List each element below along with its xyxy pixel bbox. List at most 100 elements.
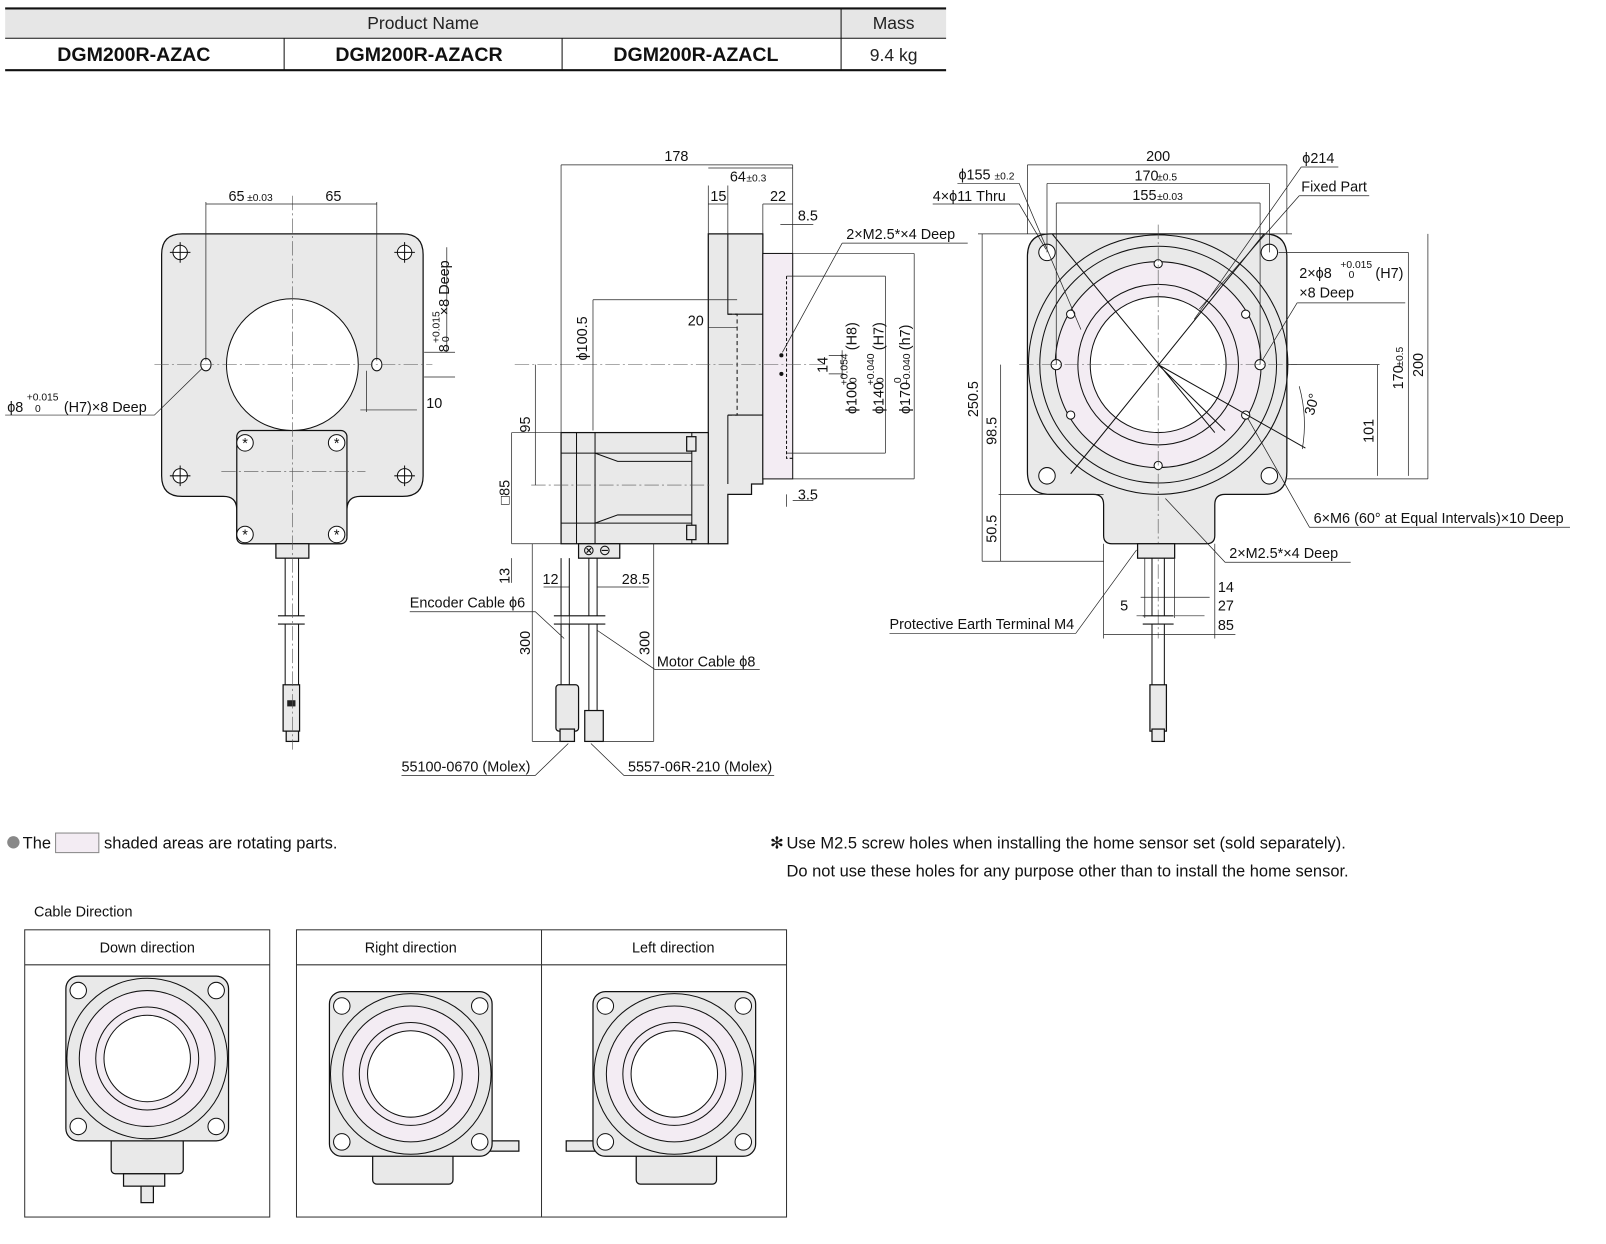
dim-label: 12 (543, 572, 559, 588)
dim-label: 250.5 (966, 381, 982, 417)
dim-label: 65 (325, 189, 341, 205)
svg-text:*: * (334, 436, 340, 452)
cable-option-label: Right direction (365, 940, 457, 956)
product-name-cell: DGM200R-AZACL (613, 44, 778, 66)
mounting-hole-icon (169, 242, 415, 487)
screw-icon: * * * * (236, 434, 346, 544)
dim-label: ϕ100.5 (575, 316, 591, 360)
callout-label: 2×M2.5*×4 Deep (1229, 546, 1338, 562)
callout-label: 2×ϕ8 (1299, 266, 1332, 282)
dim-label: 13 (498, 568, 514, 584)
callout-label: Protective Earth Terminal M4 (889, 617, 1074, 633)
callout-label: (H7)×8 Deep (64, 400, 147, 416)
dim-label: 95 (518, 417, 534, 433)
cable-down-icon[interactable] (65, 975, 230, 1204)
dim-tolerance: ±0.2 (994, 171, 1014, 182)
callout-label: 4×ϕ11 Thru (933, 189, 1006, 205)
cable-left-icon[interactable] (565, 990, 757, 1185)
dim-label: 14 (816, 357, 832, 373)
dim-label: (H7) (871, 322, 887, 350)
dim-label: 178 (664, 149, 688, 165)
callout-label: ×8 Deep (1299, 286, 1354, 302)
dim-label: 50.5 (985, 515, 1001, 543)
rear-view: 200 170 ±0.5 155 ±0.03 ϕ155 ±0.2 4×ϕ11 T… (889, 149, 1570, 743)
callout-label: Motor Cable ϕ8 (657, 654, 756, 670)
callout-label: ϕ214 (1302, 151, 1334, 167)
product-name-cell: DGM200R-AZACR (335, 44, 502, 66)
callout-label: ϕ155 (958, 167, 990, 183)
dim-label: 8.5 (798, 209, 818, 225)
dim-tolerance: +0.054 (839, 353, 850, 385)
svg-text:*: * (242, 436, 248, 452)
angle-label: 30° (1302, 392, 1323, 417)
svg-text:*: * (334, 528, 340, 544)
dim-tolerance: ±0.03 (1157, 192, 1183, 203)
dim-label: 65 (229, 189, 245, 205)
front-view: ** ** 65 ±0.03 65 8 +0.015 0 ×8 Deep 10 … (5, 189, 456, 750)
cable-direction: Cable Direction Down direction Right dir… (24, 904, 788, 1218)
dim-label: 85 (1218, 618, 1234, 634)
note-text: shaded areas are rotating parts. (104, 834, 337, 852)
dim-label: 27 (1218, 599, 1234, 615)
dim-label: ϕ170 (898, 382, 914, 414)
svg-text:⊗ ⊖: ⊗ ⊖ (583, 543, 611, 559)
dim-label: 300 (638, 631, 654, 655)
dim-label: 155 (1132, 188, 1156, 204)
dim-label: 15 (710, 189, 726, 205)
dim-tolerance: 0 (893, 377, 904, 383)
dim-label: (h7) (898, 325, 914, 351)
dim-label: 64 (730, 169, 746, 185)
dim-label: 101 (1361, 419, 1377, 443)
callout-label: 2×M2.5*×4 Deep (846, 227, 955, 243)
product-name-cell: DGM200R-AZAC (57, 44, 210, 66)
dim-label: 20 (688, 314, 704, 330)
cable-option-label: Left direction (632, 940, 714, 956)
dim-tolerance: ±0.3 (746, 173, 766, 184)
dim-tolerance: ±0.03 (247, 193, 273, 204)
svg-text:*: * (242, 528, 248, 544)
dim-label: ϕ100 (845, 382, 861, 414)
dim-tolerance: ±0.5 (1157, 172, 1177, 183)
mass-value: 9.4 kg (870, 45, 918, 65)
dim-label: 28.5 (622, 572, 650, 588)
rotating-part-swatch (55, 832, 100, 854)
dim-tolerance: +0.040 (866, 353, 877, 385)
dim-label: 300 (518, 631, 534, 655)
side-view: ⊗ ⊖ 178 64 ±0.3 15 22 8.5 2×M2.5*×4 Deep… (401, 149, 968, 776)
dim-label: 200 (1411, 353, 1427, 377)
cable-right-icon[interactable] (328, 990, 520, 1185)
dim-tolerance: 0 (1349, 270, 1355, 281)
callout-label: Fixed Part (1301, 180, 1367, 196)
note-text: The (23, 834, 51, 852)
section-title: Cable Direction (34, 904, 133, 920)
note-text: Use M2.5 screw holes when installing the… (787, 834, 1346, 852)
bullet-icon (7, 836, 20, 849)
dim-label: 170 (1134, 168, 1158, 184)
product-table: Product Name Mass DGM200R-AZAC DGM200R-A… (5, 7, 947, 72)
cable-option-label: Down direction (100, 940, 195, 956)
note-text: Do not use these holes for any purpose o… (787, 862, 1349, 880)
dim-tolerance: ±0.5 (1395, 346, 1406, 366)
dim-label: 14 (1218, 580, 1234, 596)
callout-label: 55100-0670 (Molex) (402, 759, 531, 775)
dim-label: 98.5 (985, 417, 1001, 445)
dim-tolerance: 0 (849, 377, 860, 383)
callout-label: 5557-06R-210 (Molex) (628, 759, 772, 775)
callout-label: 6×M6 (60° at Equal Intervals)×10 Deep (1314, 511, 1564, 527)
dim-label: 200 (1146, 149, 1170, 165)
callout-label: (H7) (1375, 266, 1403, 282)
dim-label: 10 (426, 396, 442, 412)
dim-tolerance: 0 (441, 336, 452, 342)
dim-label: □85 (498, 480, 514, 505)
mass-header: Mass (873, 13, 915, 33)
dim-label: 5 (1120, 599, 1128, 615)
dim-tolerance: 0 (875, 377, 886, 383)
dim-tolerance: 0 (35, 404, 41, 415)
dim-tolerance: +0.015 (1340, 260, 1372, 271)
dim-label: 8 (437, 344, 453, 352)
asterisk-icon: ✻ (770, 834, 784, 852)
dim-label: 22 (770, 189, 786, 205)
dim-label: (H8) (845, 322, 861, 350)
dim-tolerance: +0.015 (27, 393, 59, 404)
